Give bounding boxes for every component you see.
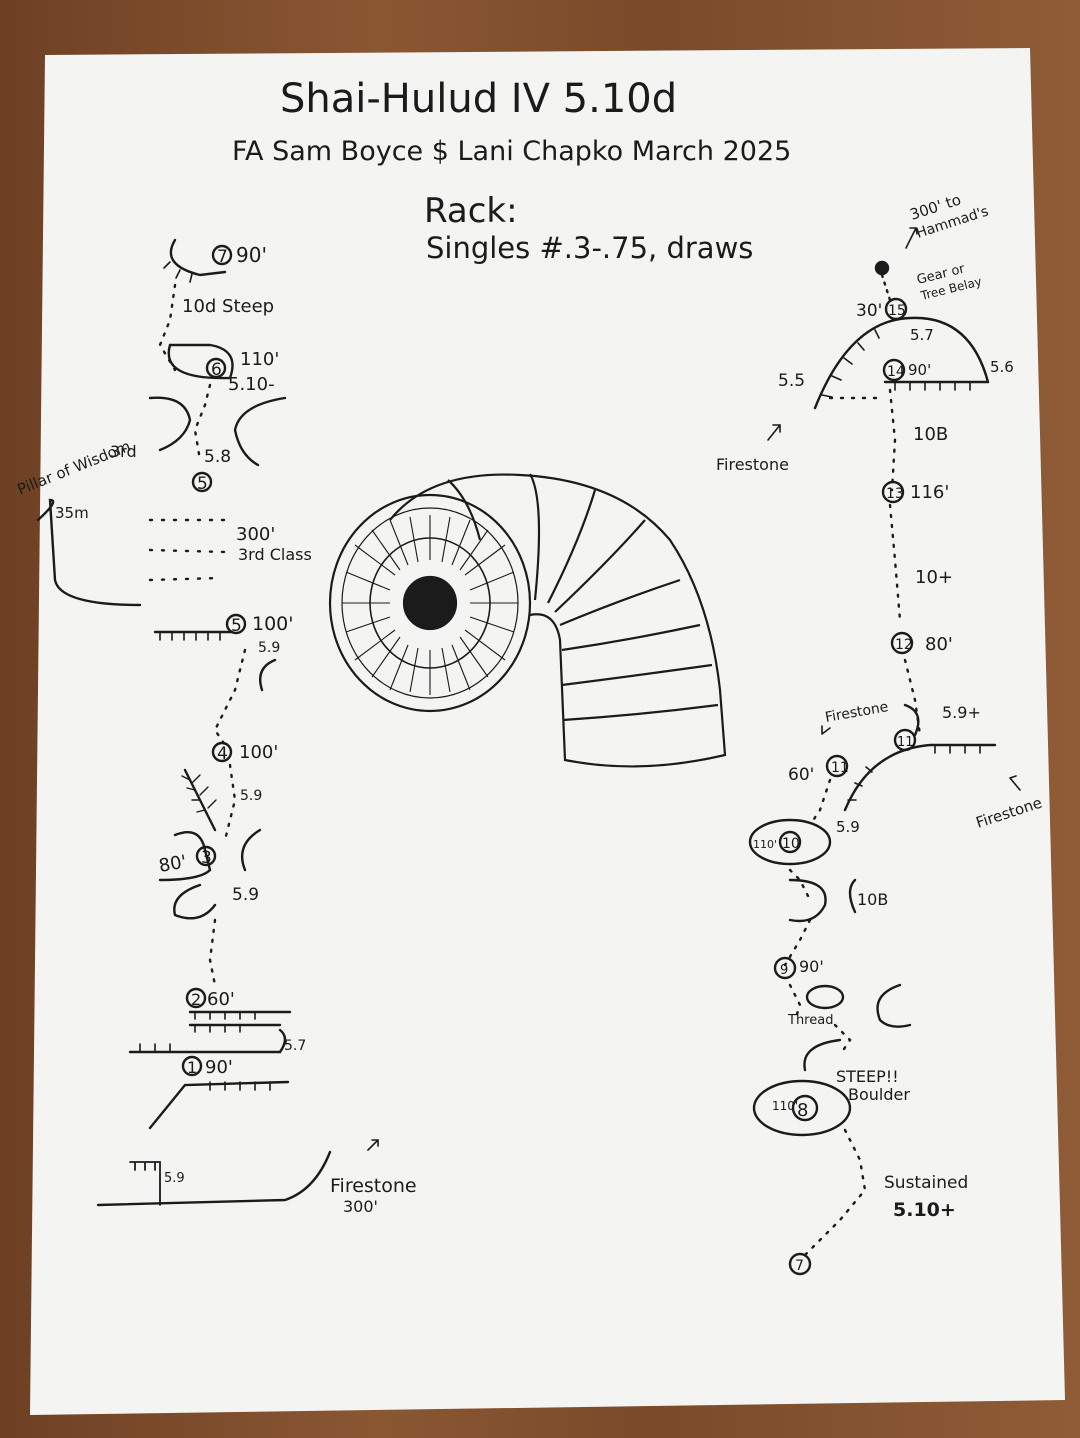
right-p15-grade: 5.7 — [910, 326, 934, 344]
left-p5a-grade: 5.8 — [204, 447, 231, 467]
pillar-length: 35m — [55, 504, 89, 522]
firestone-left-label: Firestone — [330, 1175, 417, 1197]
right-p15-number: 15 — [888, 303, 906, 319]
left-p1-number: 1 — [187, 1058, 197, 1077]
right-p8-number: 8 — [797, 1100, 808, 1121]
right-p9-number: 9 — [780, 963, 788, 978]
left-p6-number: 6 — [211, 360, 222, 380]
right-p8-length: 110' — [772, 1099, 798, 1113]
left-p5-grade: 5.9 — [258, 640, 280, 656]
left-p4-length: 100' — [239, 742, 278, 763]
scramble-length: 300' — [236, 524, 275, 545]
pillar-of-wisdom-wall — [36, 498, 142, 607]
left-p4-number: 4 — [217, 744, 228, 764]
left-p3-number: 3 — [201, 848, 212, 868]
firestone-right-a: Firestone — [716, 455, 789, 474]
right-p10-grade2: 10B — [857, 890, 888, 909]
left-p3-grade: 5.9 — [232, 885, 259, 905]
right-p11-length: 60' — [788, 765, 814, 785]
boulder-label: Boulder — [848, 1085, 910, 1104]
right-p12-number: 12 — [895, 637, 913, 653]
right-p10-number: 10 — [782, 836, 800, 852]
sustained-grade: 5.10+ — [893, 1199, 956, 1221]
left-third-class-arrow: 3rd — [110, 442, 137, 461]
belay-circle-left-7 — [211, 244, 233, 266]
right-dome-arc — [813, 316, 990, 410]
right-p10-length: 110' — [753, 838, 777, 851]
right-p11-number: 11 — [831, 760, 849, 776]
right-p7-number: 7 — [795, 1258, 804, 1274]
thread-feature — [805, 984, 845, 1010]
left-p7-number: 7 — [217, 247, 228, 267]
paper-sheet — [30, 48, 1065, 1415]
right-left-grade: 5.5 — [778, 371, 805, 391]
right-p10-grade: 5.9 — [836, 818, 860, 836]
right-p12-grade: 5.9+ — [942, 703, 981, 722]
right-p13-number: 13 — [886, 486, 904, 502]
left-topo — [36, 238, 379, 1207]
left-p1-length: 90' — [205, 1057, 233, 1078]
left-p7-note: 10d Steep — [182, 296, 274, 317]
left-p2-length: 60' — [207, 989, 235, 1010]
right-p11-ledge — [843, 743, 997, 812]
left-corner-wall — [148, 396, 192, 452]
right-topo — [748, 227, 1021, 1276]
steep-label: STEEP!! — [836, 1067, 899, 1086]
left-p5-number: 5 — [231, 616, 242, 636]
right-labels: 300' to Hammad's Gear or Tree Belay 15 3… — [716, 190, 1044, 1274]
sustained-label: Sustained — [884, 1173, 968, 1193]
right-p15-length: 30' — [856, 301, 882, 321]
left-p5a-number: 5 — [197, 474, 208, 494]
left-p3-block — [158, 830, 212, 882]
right-p13-length: 116' — [910, 482, 949, 503]
first-ascent-line: FA Sam Boyce $ Lani Chapko March 2025 — [232, 136, 791, 167]
left-roof-arc — [169, 238, 227, 277]
left-p5-length: 100' — [252, 613, 294, 635]
sandworm-throat — [402, 575, 458, 631]
right-p13-grade: 10+ — [915, 567, 953, 588]
left-p1-ledge — [148, 1080, 290, 1130]
sandworm-mouth-outer — [328, 493, 532, 713]
left-p1-grade: 5.7 — [284, 1038, 306, 1054]
thread-label: Thread — [787, 1013, 833, 1028]
right-p10-oval — [748, 818, 832, 866]
left-p4-grade: 5.9 — [240, 788, 262, 804]
start-grade: 5.9 — [164, 1171, 185, 1186]
left-p6-length: 110' — [240, 349, 279, 370]
firestone-left-length: 300' — [343, 1197, 378, 1216]
topo-title: Shai-Hulud IV 5.10d — [280, 76, 677, 122]
scramble-label: 3rd Class — [238, 545, 312, 564]
right-p9-length: 90' — [799, 957, 824, 976]
left-p7-length: 90' — [236, 243, 267, 267]
rack-items: Singles #.3-.75, draws — [426, 231, 753, 265]
left-base-ground — [96, 1150, 332, 1207]
right-right-grade: 5.6 — [990, 358, 1014, 376]
right-p11-marker: 11 — [897, 735, 914, 750]
right-p12-length: 80' — [925, 634, 953, 655]
left-p6-grade: 5.10- — [228, 374, 275, 395]
right-p14-grade: 10B — [913, 424, 948, 445]
left-p3-length: 80' — [157, 851, 188, 877]
left-p6-oval — [167, 343, 234, 380]
sandworm-drawing — [328, 473, 727, 768]
right-p14-length: 90' — [908, 361, 931, 379]
right-p8-boulder — [752, 1079, 852, 1137]
rack-heading: Rack: — [424, 191, 518, 231]
right-p14-number: 14 — [887, 364, 905, 380]
left-p2-number: 2 — [191, 990, 201, 1009]
